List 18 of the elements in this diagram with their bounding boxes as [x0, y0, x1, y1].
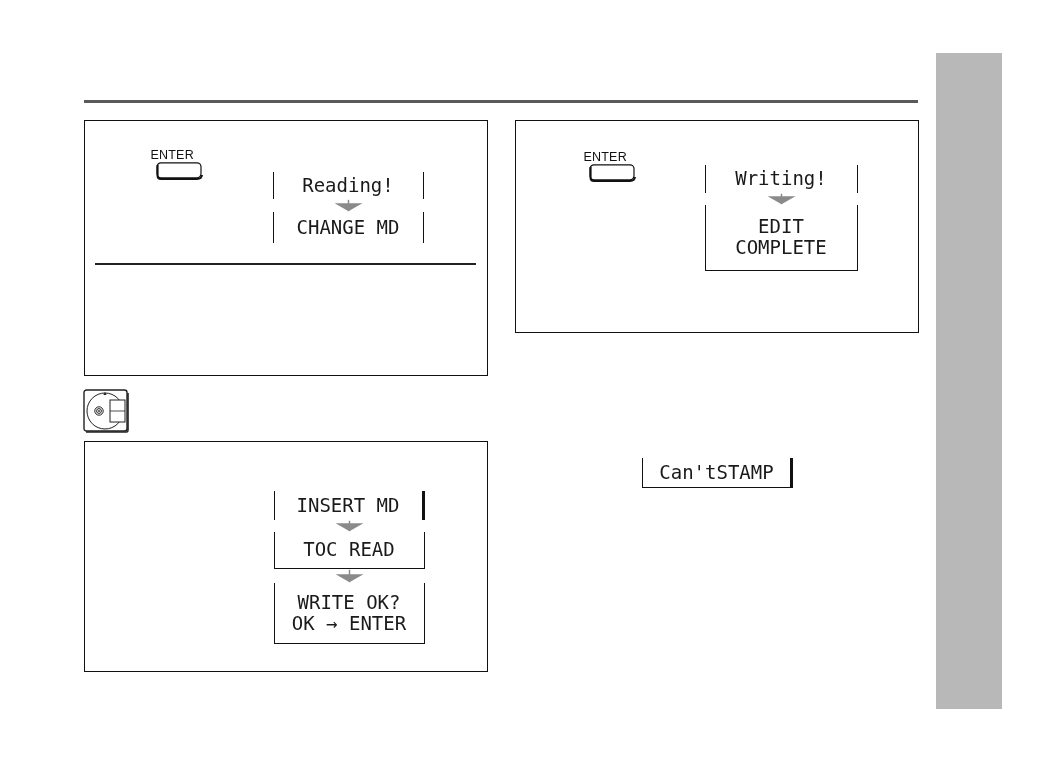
arrow [335, 520, 364, 532]
lcd-display: WRITE OK? OK → ENTER [273, 582, 425, 644]
side-tab [936, 53, 1002, 709]
arrow [335, 569, 364, 583]
instruction-panel [84, 441, 488, 672]
lcd-display: CHANGE MD [272, 211, 424, 243]
lcd-display: Can'tSTAMP [642, 458, 793, 488]
instruction-panel [515, 120, 919, 333]
instruction-panel [84, 120, 488, 376]
key-label: ENTER [150, 148, 194, 162]
lcd-display: Writing! [704, 164, 858, 193]
lcd-display: EDIT COMPLETE [704, 204, 858, 271]
arrow [767, 193, 796, 205]
lcd-display: Reading! [272, 171, 424, 199]
arrow [334, 199, 363, 212]
key-label: ENTER [583, 150, 627, 164]
lcd-display: TOC READ [273, 531, 425, 569]
lcd-display: INSERT MD [273, 490, 425, 520]
